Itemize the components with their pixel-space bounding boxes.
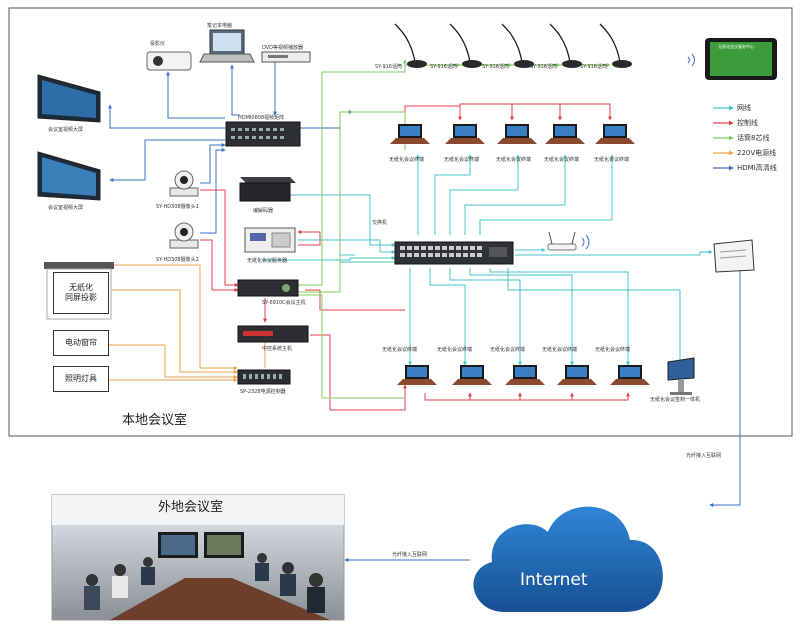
legend-label-control: 控制线 <box>737 119 758 127</box>
central-label: 中控系统主机 <box>262 346 293 352</box>
remote-link-label: 光纤接入互联网 <box>392 552 428 558</box>
microphone-5 <box>599 23 632 68</box>
microphone-1 <box>394 23 427 68</box>
top-terminal-1 <box>390 124 430 144</box>
top-terminal-5 <box>595 124 635 144</box>
camera-2-device <box>169 222 199 249</box>
microphone-4 <box>549 23 582 68</box>
wifi-router-device <box>547 231 590 251</box>
camera2-label: SY-HD308摄像头2 <box>156 257 199 263</box>
matrix-label: HDMI0808视频矩阵 <box>238 115 285 121</box>
camera1-label: SY-HD308摄像头1 <box>156 204 199 210</box>
projector-label: 投影仪 <box>150 41 166 47</box>
power-ctrl-label: SP-2328电源控制器 <box>240 389 286 395</box>
laptop-device <box>199 29 255 63</box>
local-room-frame <box>8 7 793 437</box>
conference-host-device <box>237 279 299 297</box>
top-terminal-2 <box>445 124 485 144</box>
conf-host-label: SY-6910C会议主机 <box>262 300 306 306</box>
microphone-2 <box>449 23 482 68</box>
internet-cloud <box>473 506 663 612</box>
microphone-label: SY-916话筒 <box>530 64 557 70</box>
control-lines <box>200 103 630 411</box>
top-terminal-label: 无纸化会议终端 <box>496 157 532 163</box>
projector-device <box>146 51 192 71</box>
legend-label-network: 网线 <box>737 104 751 112</box>
dvd-label: DVD等视频播放器 <box>262 45 304 51</box>
microphone-label: SY-916话筒 <box>430 64 457 70</box>
signin-display-device <box>713 239 755 273</box>
local-room-title: 本地会议室 <box>122 413 188 428</box>
uplink-label: 光纤接入互联网 <box>686 453 722 459</box>
internet-uplink-line <box>709 268 741 507</box>
bottom-terminal-label: 无纸化会议终端 <box>595 347 631 353</box>
video-wall-2 <box>37 151 101 201</box>
microphone-3 <box>501 23 534 68</box>
kiosk-label: 无纸化会议签到一体机 <box>650 397 701 403</box>
network-lines <box>262 154 713 366</box>
bottom-terminal-3 <box>505 365 545 385</box>
hdmi-lines <box>108 62 353 234</box>
laptop-label: 笔记本电脑 <box>207 23 233 29</box>
remote-room-photo <box>51 494 345 621</box>
bottom-terminal-5 <box>610 365 650 385</box>
microphone-label: SY-916话筒 <box>482 64 509 70</box>
bottom-terminal-label: 无纸化会议终端 <box>542 347 578 353</box>
network-switch-device <box>394 241 514 265</box>
screen1-label: 会议室视频大屏 <box>48 127 84 133</box>
tablet-label: 无纸化会议服务中心 <box>718 44 754 49</box>
video-wall-1 <box>37 74 101 123</box>
bottom-terminal-4 <box>557 365 597 385</box>
bottom-terminal-label: 无纸化会议终端 <box>437 347 473 353</box>
connection-lines <box>105 59 741 562</box>
cloud-label: Internet <box>520 570 588 590</box>
camera-1-device <box>169 170 199 197</box>
screen-projection-box: 无纸化 同屏投影 <box>53 272 109 314</box>
lighting-box: 照明灯具 <box>53 366 109 392</box>
bottom-terminal-label: 无纸化会议终端 <box>490 347 526 353</box>
top-terminal-3 <box>497 124 537 144</box>
legend-label-power220: 220V电源线 <box>737 149 777 157</box>
microphone-label: SY-916话筒 <box>375 64 402 70</box>
recorder-label: 编解码器 <box>253 208 274 214</box>
top-terminal-label: 无纸化会议终端 <box>444 157 480 163</box>
dvd-player-device <box>261 51 311 63</box>
legend-label-mic8: 话筒8芯线 <box>737 134 770 142</box>
legend-label-hdmi: HDMI高清线 <box>737 164 777 172</box>
bottom-terminal-2 <box>452 365 492 385</box>
recorder-device <box>239 177 296 202</box>
switch-label: 交换机 <box>372 220 388 226</box>
top-terminal-label: 无纸化会议终端 <box>389 157 425 163</box>
power-controller-device <box>237 369 291 385</box>
screen2-label: 会议室视频大屏 <box>48 205 84 211</box>
top-terminal-label: 无纸化会议终端 <box>594 157 630 163</box>
power-lines <box>105 264 266 382</box>
server-label: 无纸化会议服务器 <box>247 258 288 264</box>
hdmi-matrix-device <box>225 121 301 147</box>
microphone-label: SY-916话筒 <box>580 64 607 70</box>
curtain-box: 电动窗帘 <box>53 330 109 356</box>
central-control-device <box>237 325 309 343</box>
kiosk-device <box>667 357 695 395</box>
bottom-terminal-1 <box>397 365 437 385</box>
remote-room-title: 外地会议室 <box>158 500 224 515</box>
service-tablet-device <box>687 38 777 80</box>
server-device <box>244 227 296 253</box>
top-terminal-label: 无纸化会议终端 <box>544 157 580 163</box>
top-terminal-4 <box>545 124 585 144</box>
bottom-terminal-label: 无纸化会议终端 <box>382 347 418 353</box>
